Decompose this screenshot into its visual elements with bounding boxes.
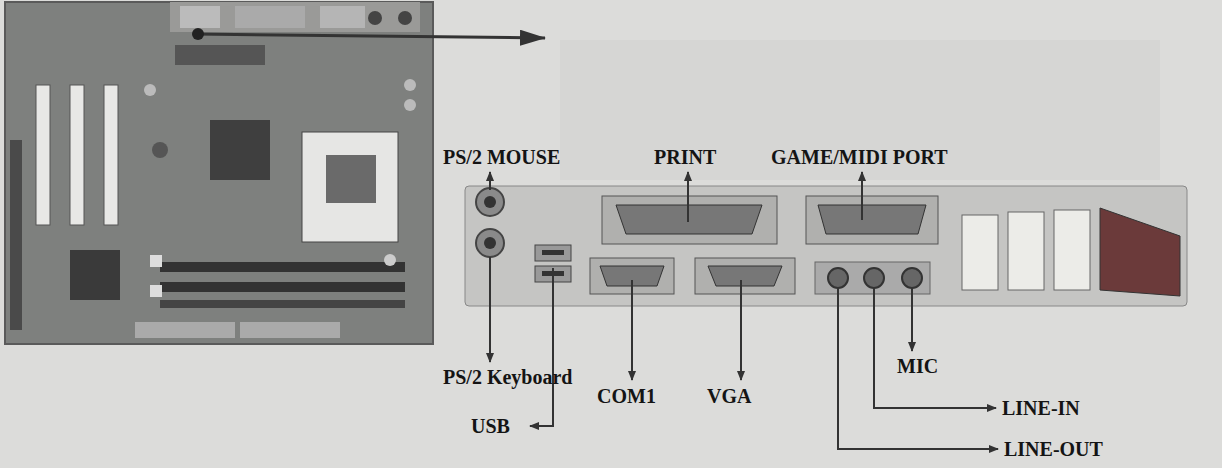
label-holder: PS/2 MOUSE [443,146,560,168]
port-label: LINE-OUT [1004,438,1103,460]
label-holder: PS/2 Keyboard [443,366,572,388]
label-holder: USB [471,415,510,437]
label-holder: PRINT [654,146,716,168]
port-label: PS/2 Keyboard [443,366,572,388]
leader-lines [490,172,998,449]
port-label: LINE-IN [1002,397,1080,419]
port-label: VGA [707,385,751,407]
port-label: PS/2 MOUSE [443,146,560,168]
port-label: USB [471,415,510,437]
label-holder: LINE-IN [1002,397,1080,419]
port-label: COM1 [597,385,656,407]
label-holder: LINE-OUT [1004,438,1103,460]
label-holder: COM1 [597,385,656,407]
motherboard [5,2,433,344]
port-label: PRINT [654,146,716,168]
label-holder: GAME/MIDI PORT [771,146,948,168]
io-panel [465,186,1187,306]
label-holder: VGA [707,385,751,407]
port-label: GAME/MIDI PORT [771,146,948,168]
port-label: MIC [897,355,938,377]
label-holder: MIC [897,355,938,377]
